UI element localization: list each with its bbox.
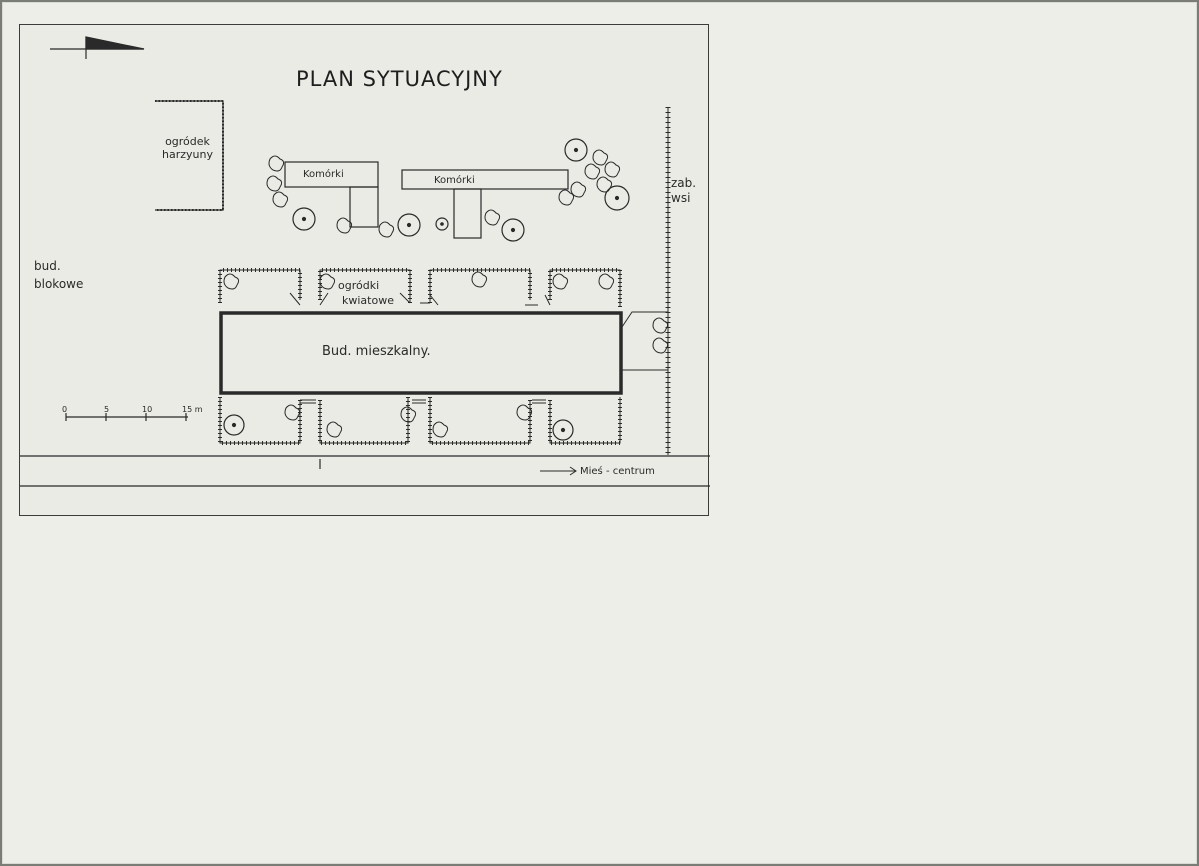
flower-garden-fences-south	[218, 397, 622, 445]
block-buildings-label-line2: blokowe	[34, 277, 84, 291]
herb-garden-fence	[155, 100, 224, 211]
sheds-left-outline	[284, 161, 379, 228]
bush-icons	[223, 149, 669, 438]
herb-garden-label: ogródek harzyuny	[162, 135, 213, 161]
herb-garden-label-line1: ogródek	[165, 135, 210, 148]
flower-gardens-label-line1: ogródki	[338, 279, 380, 292]
site-plan-frame: PLAN SYTUACYJNY ogródek harzyuny Komórki…	[19, 24, 710, 516]
block-buildings-label-line1: bud.	[34, 259, 61, 273]
scale-tick-10: 10	[142, 405, 153, 414]
direction-arrow-icon	[540, 466, 577, 476]
residential-building-outline	[219, 311, 623, 395]
flower-gardens-label-line2: kwiatowe	[342, 294, 394, 307]
flower-gardens-label: ogródki kwiatowe	[338, 278, 394, 308]
residential-building-label: Bud. mieszkalny.	[322, 344, 431, 359]
village-buildings-label-line1: zab.	[671, 176, 697, 190]
plan-title: PLAN SYTUACYJNY	[296, 67, 503, 91]
flower-garden-fences-north	[218, 268, 622, 307]
site-plan-drawing	[20, 36, 710, 487]
scale-tick-5: 5	[104, 405, 110, 414]
north-arrow-icon	[50, 36, 145, 59]
tree-icons	[223, 138, 630, 441]
road-lines	[20, 455, 710, 487]
sheds-right-label: Komórki	[434, 175, 475, 186]
scale-tick-15: 15 m	[182, 405, 203, 414]
sheds-left-label: Komórki	[303, 169, 344, 180]
scale-bar-line	[65, 413, 188, 421]
village-buildings-label-line2: wsi	[671, 191, 691, 205]
sheds-right-outline	[401, 169, 569, 239]
village-buildings-label: zab. wsi	[671, 176, 696, 206]
scale-tick-0: 0	[62, 405, 68, 414]
herb-garden-label-line2: harzyuny	[162, 148, 213, 161]
east-boundary-fence	[619, 107, 671, 455]
direction-label: Mieś - centrum	[580, 466, 655, 477]
block-buildings-label: bud. blokowe	[34, 257, 83, 293]
